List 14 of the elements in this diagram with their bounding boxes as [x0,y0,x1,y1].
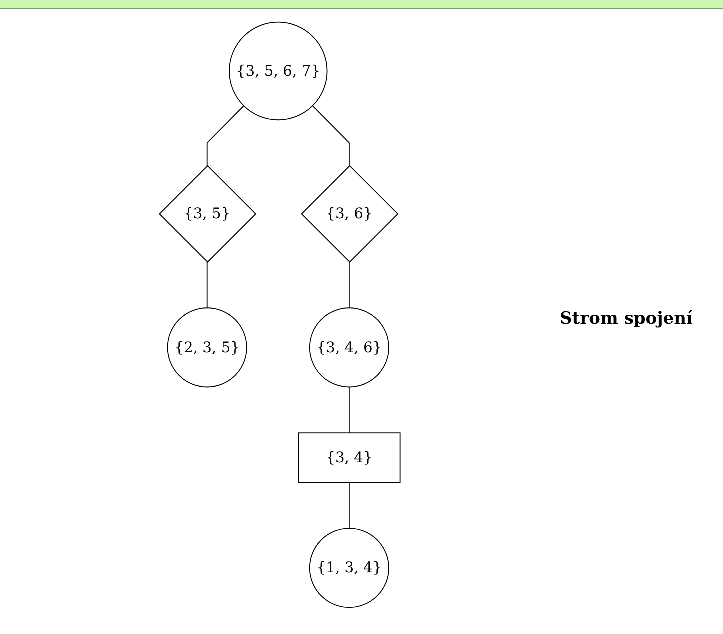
node-diamond: {3, 5} [159,165,257,263]
node-box: {3, 4} [298,432,401,484]
connector [206,262,208,309]
node-circle: {1, 3, 4} [309,528,390,608]
node-diamond: {3, 6} [301,165,399,263]
connector [348,386,350,434]
node-circle: {2, 3, 5} [167,308,248,388]
connector [348,262,350,309]
connector [206,106,244,166]
node-circle: {3, 4, 6} [309,308,390,388]
node-circle: {3, 5, 6, 7} [229,22,328,121]
diagram-caption: Strom spojení [560,309,693,329]
connector [348,482,350,529]
connector [312,106,350,166]
